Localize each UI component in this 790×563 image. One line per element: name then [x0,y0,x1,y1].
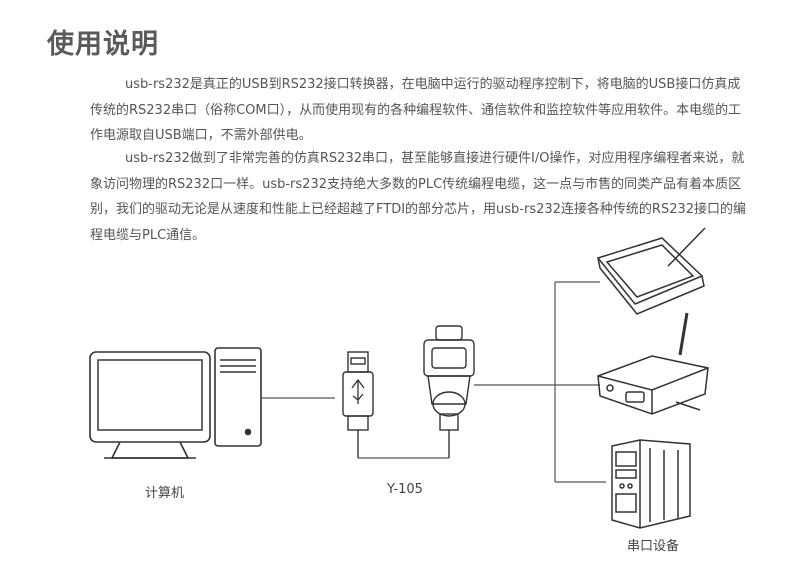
tablet-icon [596,227,706,315]
cable-label: Y-105 [387,482,423,497]
modem-icon [597,312,709,415]
paragraph-intro-text: usb-rs232是真正的USB到RS232接口转换器，在电脑中运行的驱动程序控… [90,77,742,143]
computer-icon [89,347,262,459]
serial-device-label: 串口设备 [627,539,680,554]
db9-connector-icon [423,325,475,458]
connection-lines [474,281,606,483]
page-title: 使用说明 [47,29,159,60]
usb-plug-icon [342,351,374,458]
computer-label: 计算机 [145,486,185,501]
paragraph-intro: usb-rs232是真正的USB到RS232接口转换器，在电脑中运行的驱动程序控… [90,72,750,149]
paragraph-compat: usb-rs232做到了非常完善的仿真RS232串口，甚至能够直接进行硬件I/O… [90,146,750,248]
printer-icon [611,439,691,529]
paragraph-compat-text: usb-rs232做到了非常完善的仿真RS232串口，甚至能够直接进行硬件I/O… [90,151,747,243]
